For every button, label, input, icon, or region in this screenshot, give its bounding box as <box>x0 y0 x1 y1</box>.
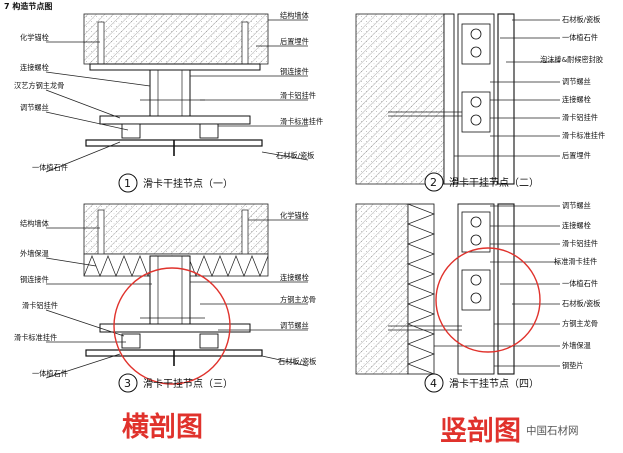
label-standard-hanger: 滑卡标准挂件 <box>562 131 605 140</box>
label-stone-panel: 石材板/瓷板 <box>562 299 600 308</box>
label-main-keel: 方钢主龙骨 <box>562 319 598 328</box>
panel-3-drawing <box>83 203 269 366</box>
panel-3-caption: 滑卡干挂节点（三） <box>143 377 233 390</box>
label-connecting-bolt: 连接螺栓 <box>562 221 591 230</box>
label-external-insulation: 外墙保温 <box>562 341 591 350</box>
steel-connector <box>149 69 191 117</box>
panel-4-labels: 调节螺丝 连接螺栓 滑卡铝挂件 标准滑卡挂件 一体植石件 石材板/瓷板 方钢主龙… <box>554 201 600 370</box>
watermark: 中国石材网 <box>526 424 579 437</box>
main-keel <box>99 115 251 125</box>
label-steel-connector: 钢连接件 <box>20 275 49 284</box>
label-adjusting-screw: 调节螺丝 <box>562 77 591 86</box>
slide-hanger <box>199 123 219 139</box>
panel-2-leaders <box>454 19 560 157</box>
panel-3-labels: 结构墙体 外墙保温 钢连接件 滑卡铝挂件 滑卡标准挂件 一体植石件 化学锚栓 连… <box>14 211 316 378</box>
slide-hanger <box>121 333 141 349</box>
label-standard-hanger: 标准滑卡挂件 <box>554 257 597 266</box>
label-adjusting-screw: 调节螺丝 <box>280 321 309 330</box>
label-adjusting-screw: 调节螺丝 <box>562 201 591 210</box>
stone-panel <box>497 13 515 185</box>
label-stone-panel: 石材板/瓷板 <box>278 357 316 366</box>
label-main-keel: 汉艺方钢主龙骨 <box>14 81 64 90</box>
embedded-plate <box>89 63 261 71</box>
panel-4-caption: 滑卡干挂节点（四） <box>449 377 539 390</box>
label-standard-hanger: 滑卡标准挂件 <box>280 117 323 126</box>
main-keel <box>99 323 251 333</box>
label-stone-panel: 石材板/瓷板 <box>562 15 600 24</box>
label-aluminium-hanger: 滑卡铝挂件 <box>280 91 316 100</box>
panel-3-leaders <box>45 219 309 379</box>
chemical-anchor <box>241 21 249 67</box>
panel-4-leaders <box>434 205 560 367</box>
panel-3-highlight-circle <box>113 267 231 385</box>
label-aluminium-hanger: 滑卡铝挂件 <box>562 239 598 248</box>
panel-1-leaders <box>45 19 309 173</box>
page-heading: 7 构造节点图 <box>4 1 52 11</box>
label-adjusting-screw: 调节螺丝 <box>20 103 49 112</box>
panel-1-drawing <box>83 13 269 156</box>
panel-4-drawing <box>355 203 515 375</box>
label-aluminium-hanger: 滑卡铝挂件 <box>22 301 58 310</box>
label-integrated-stone-part: 一体植石件 <box>32 369 68 378</box>
panel-1-caption: 滑卡干挂节点（一） <box>143 177 233 190</box>
label-connecting-bolt: 连接螺栓 <box>20 63 49 72</box>
panel-3-number: 3 <box>124 377 131 390</box>
label-structural-wall: 结构墙体 <box>20 219 49 228</box>
panel-4-number-circle <box>424 373 444 393</box>
label-structural-wall: 结构墙体 <box>280 11 309 20</box>
panel-2-number-circle <box>424 172 444 192</box>
label-main-keel: 方钢主龙骨 <box>280 295 316 304</box>
embedded-plate <box>443 13 455 185</box>
label-integrated-stone-part: 一体植石件 <box>562 279 598 288</box>
panel-2-caption: 滑卡干挂节点（二） <box>449 176 539 189</box>
horizontal-section-title: 横剖图 <box>122 411 203 443</box>
label-standard-hanger: 滑卡标准挂件 <box>14 333 57 342</box>
panel-2-number: 2 <box>430 176 437 189</box>
label-connecting-bolt: 连接螺栓 <box>280 273 309 282</box>
label-steel-connector: 钢连接件 <box>280 67 309 76</box>
panel-1-labels: 化学锚栓 连接螺栓 汉艺方钢主龙骨 调节螺丝 一体植石件 结构墙体 后置埋件 钢… <box>14 11 323 172</box>
label-integrated-stone-part: 一体植石件 <box>32 163 68 172</box>
stone-panel <box>497 203 515 375</box>
label-steel-shim: 钢垫片 <box>562 361 584 370</box>
slide-hanger <box>199 333 219 349</box>
label-foam-rod-sealant: 泡沫棒&耐候密封胶 <box>540 55 603 64</box>
label-embedded-plate: 后置埋件 <box>280 37 309 46</box>
panel-4-highlight-circle <box>435 247 541 353</box>
panel-1-number: 1 <box>124 177 131 190</box>
panel-1-number-circle <box>118 173 138 193</box>
label-chemical-anchor: 化学锚栓 <box>280 211 309 220</box>
label-embedded-plate: 后置埋件 <box>562 151 591 160</box>
label-aluminium-hanger: 滑卡铝挂件 <box>562 113 598 122</box>
label-chemical-anchor: 化学锚栓 <box>20 33 49 42</box>
panel-4-number: 4 <box>430 377 437 390</box>
label-external-insulation: 外墙保温 <box>20 249 49 258</box>
steel-connector <box>149 255 191 325</box>
label-integrated-stone-part: 一体植石件 <box>562 33 598 42</box>
vertical-section-title: 竖剖图 <box>440 415 521 447</box>
label-connecting-bolt: 连接螺栓 <box>562 95 591 104</box>
panel-2-labels: 石材板/瓷板 一体植石件 泡沫棒&耐候密封胶 调节螺丝 连接螺栓 滑卡铝挂件 滑… <box>540 15 605 160</box>
slide-hanger <box>121 123 141 139</box>
panel-3-number-circle <box>118 373 138 393</box>
panel-2-drawing <box>355 13 515 185</box>
chemical-anchor <box>97 21 105 67</box>
label-stone-panel: 石材板/瓷板 <box>276 151 314 160</box>
